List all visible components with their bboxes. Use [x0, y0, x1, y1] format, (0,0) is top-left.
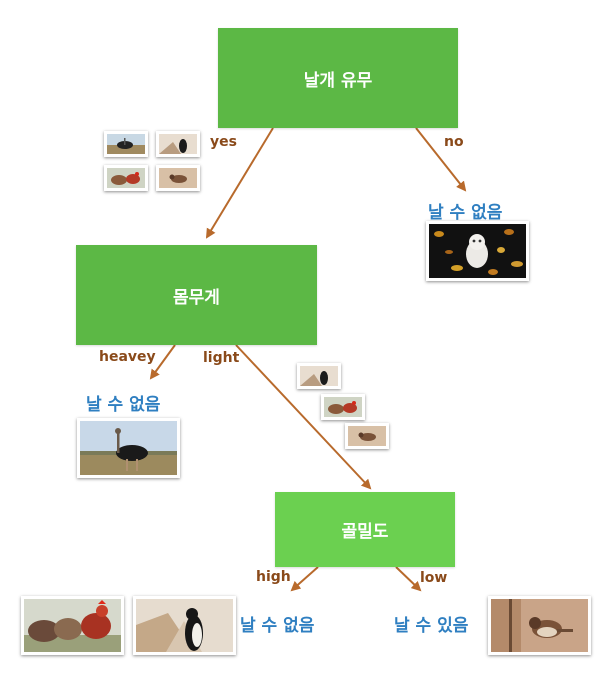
ostrich-image	[104, 131, 148, 157]
ostrich-image	[77, 418, 180, 478]
edge-light	[235, 344, 372, 490]
sparrow-image	[488, 596, 591, 655]
sparrow-image	[156, 165, 200, 191]
edge-label-high: high	[256, 569, 291, 585]
leaf-label-heavy: 날 수 없음	[86, 395, 161, 415]
penguin-image	[297, 363, 341, 389]
penguin-image	[133, 596, 236, 655]
kitten-image	[426, 221, 529, 281]
leaf-label-low-density: 날 수 있음	[394, 616, 469, 636]
node-bone-density: 골밀도	[275, 492, 455, 567]
leaf-label-high-density: 날 수 없음	[240, 616, 315, 636]
sparrow-image	[345, 423, 389, 449]
edge-label-heavey: heavey	[99, 349, 156, 365]
rooster-image	[104, 165, 148, 191]
rooster-image	[21, 596, 124, 655]
edge-no	[415, 127, 467, 192]
leaf-label-no-wings: 날 수 없음	[428, 203, 503, 223]
node-has-wings: 날개 유무	[218, 28, 458, 128]
edge-yes	[205, 127, 274, 239]
rooster-image	[321, 394, 365, 420]
edge-high	[290, 566, 319, 592]
edge-low	[395, 566, 422, 592]
edge-label-low: low	[420, 570, 448, 586]
node-weight: 몸무게	[76, 245, 317, 345]
edge-heavey	[149, 344, 176, 380]
edge-label-light: light	[203, 350, 240, 366]
penguin-image	[156, 131, 200, 157]
edge-label-yes: yes	[210, 134, 237, 150]
edge-label-no: no	[444, 134, 464, 150]
